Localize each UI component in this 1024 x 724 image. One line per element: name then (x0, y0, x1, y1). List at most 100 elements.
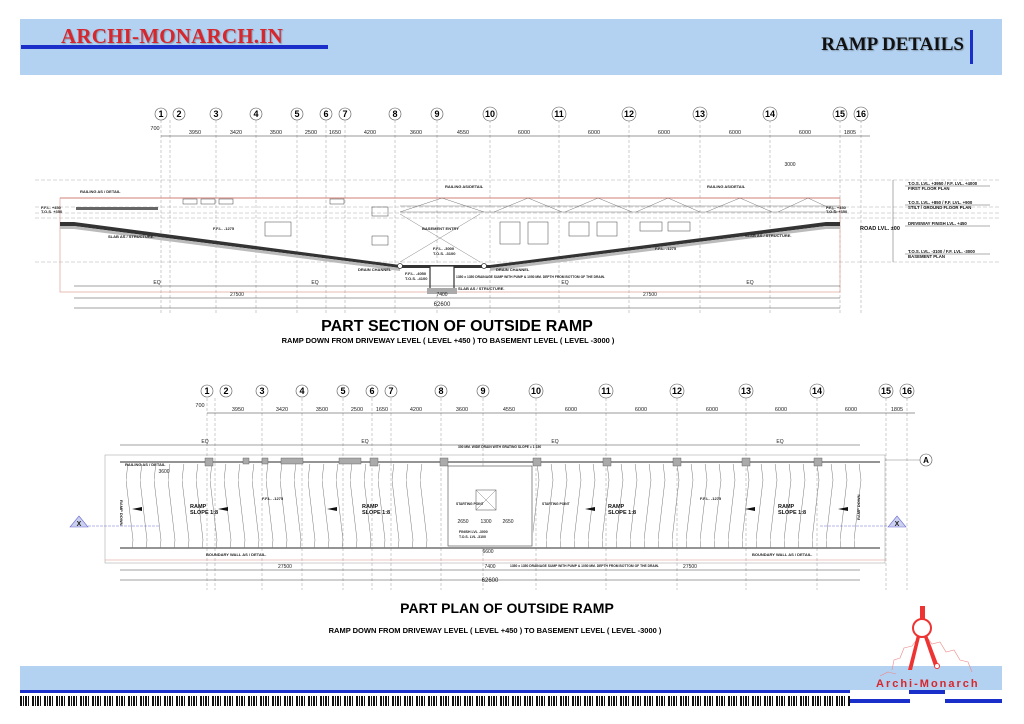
grid-spacing: 2500 (351, 407, 363, 413)
svg-text:5: 5 (294, 109, 299, 119)
svg-text:A: A (923, 456, 929, 465)
grid-spacing: 4200 (410, 407, 422, 413)
grid-spacing: 6000 (565, 407, 577, 413)
grid-spacing: 6000 (706, 407, 718, 413)
svg-text:15: 15 (881, 386, 891, 396)
grid-spacing: 6000 (635, 407, 647, 413)
level-note: T.O.S. LVL. +3950 / F.F. LVL. +4000 (908, 181, 978, 186)
grid-spacing: 6000 (518, 130, 530, 136)
section-title: PART SECTION OF OUTSIDE RAMP (321, 318, 593, 335)
grid-bubble: 13 (738, 383, 754, 399)
slope-label: SLOPE 1:8 (778, 510, 806, 516)
grid-bubble: 11 (598, 383, 614, 399)
svg-text:14: 14 (765, 109, 775, 119)
label-finish: FINISH LVL -3000 (459, 530, 488, 534)
grid-bubble: 2 (219, 384, 233, 398)
dim-eq: EQ (561, 280, 568, 286)
label-ffl-drain: F.F.L. -4050 (405, 271, 427, 276)
grid-spacing: 6000 (775, 407, 787, 413)
svg-text:X: X (895, 521, 900, 528)
footer-accent-1 (850, 699, 910, 703)
svg-text:11: 11 (554, 109, 564, 119)
dim-eq: EQ (311, 280, 318, 286)
ramp-label: RAMP (190, 504, 207, 510)
dim-eq: EQ (776, 439, 783, 445)
label-basement-entry: BASEMENT ENTRY (422, 226, 459, 231)
grid-bubble: 1 (154, 107, 168, 121)
level-note: BASEMENT PLAN (908, 254, 945, 259)
dim-2650: 2650 (502, 519, 513, 525)
svg-text:13: 13 (741, 386, 751, 396)
grid-spacing: 6000 (729, 130, 741, 136)
grid-spacing: 6000 (799, 130, 811, 136)
grid-bubble: 13 (692, 106, 708, 122)
grid-bubble: 1 (200, 384, 214, 398)
dim-center: 7400 (436, 292, 447, 298)
grid-bubble: 6 (365, 384, 379, 398)
grid-bubble: 10 (528, 383, 544, 399)
svg-text:12: 12 (672, 386, 682, 396)
grid-spacing: 1650 (329, 130, 341, 136)
svg-text:8: 8 (438, 386, 443, 396)
footer-accent-2 (909, 690, 945, 694)
dim-6600: 6600 (482, 549, 493, 555)
label-railing-mid: RAILING AS/DETAIL (445, 184, 484, 189)
label-ffl-left: F.F.L. -1275 (213, 226, 235, 231)
section-marker-left[interactable]: X (69, 515, 160, 528)
svg-text:8: 8 (392, 109, 397, 119)
svg-text:12: 12 (624, 109, 634, 119)
section-drawing: 1 2 3 4 5 6 7 8 9 10 11 12 13 14 15 16 7… (35, 106, 1000, 345)
grid-bubble: 5 (290, 107, 304, 121)
label-ffl-left: F.F.L. -1275 (262, 496, 284, 501)
grid-spacing: 3420 (276, 407, 288, 413)
label-ramp-down-right: RAMP DOWN (856, 494, 861, 520)
slope-label: SLOPE 1:8 (608, 510, 636, 516)
svg-text:6: 6 (323, 109, 328, 119)
grid-spacing: 3950 (232, 407, 244, 413)
dim-eq: EQ (153, 280, 160, 286)
grid-bubble: 12 (669, 383, 685, 399)
grid-spacing: 3420 (230, 130, 242, 136)
svg-text:3: 3 (213, 109, 218, 119)
footer-logo-text[interactable]: Archi-Monarch (876, 678, 980, 690)
dim-total: 62600 (434, 302, 451, 308)
dim-3600: 3600 (158, 469, 169, 475)
footer-banner (20, 666, 1002, 690)
grid-bubble: 3 (255, 384, 269, 398)
svg-text:2: 2 (223, 386, 228, 396)
grid-bubble: 5 (336, 384, 350, 398)
dim-half-right: 27500 (683, 564, 697, 570)
label-starting-point: STARTING POINT (456, 502, 484, 506)
grid-bubble: 3 (209, 107, 223, 121)
svg-text:5: 5 (340, 386, 345, 396)
dim-center: 7400 (484, 564, 495, 570)
road-level: ROAD LVL. ±00 (860, 226, 900, 232)
svg-text:16: 16 (856, 109, 866, 119)
grid-bubble: 11 (551, 106, 567, 122)
level-note: T.O.S. LVL. +850 / F.F. LVL. +900 (908, 200, 973, 205)
grid-spacing: 700 (195, 403, 204, 409)
grid-spacing: 1650 (376, 407, 388, 413)
grid-bubble: 12 (621, 106, 637, 122)
label-railing-left: RAILING AS / DETAIL (80, 189, 121, 194)
label-tos-top-left: T.O.S. +350 (41, 209, 63, 214)
brand-name[interactable]: ARCHI-MONARCH.IN (61, 24, 283, 48)
svg-text:14: 14 (812, 386, 822, 396)
label-drain-note: 300 MM. WIDE DRAIN WITH GRATING SLOPE = … (458, 445, 541, 449)
svg-text:1: 1 (158, 109, 163, 119)
label-ffl-top-right: F.F.L. +450 (826, 205, 847, 210)
grid-bubble: 9 (430, 107, 444, 121)
dim-eq: EQ (551, 439, 558, 445)
dim-total: 62600 (482, 578, 499, 584)
section-marker-right[interactable]: X (820, 515, 907, 528)
grid-bubble: 14 (809, 383, 825, 399)
svg-text:4: 4 (253, 109, 258, 119)
label-ffl-right: F.F.L. -1275 (700, 496, 722, 501)
grid-spacing: 3950 (189, 130, 201, 136)
dim-eq: EQ (201, 439, 208, 445)
label-slab-left: SLAB AS / STRUCTURE. (108, 234, 155, 239)
dim-1300: 1300 (480, 519, 491, 525)
grid-spacing: 3600 (456, 407, 468, 413)
level-note: DRIVEWAY FINISH LVL. +450 (908, 221, 967, 226)
